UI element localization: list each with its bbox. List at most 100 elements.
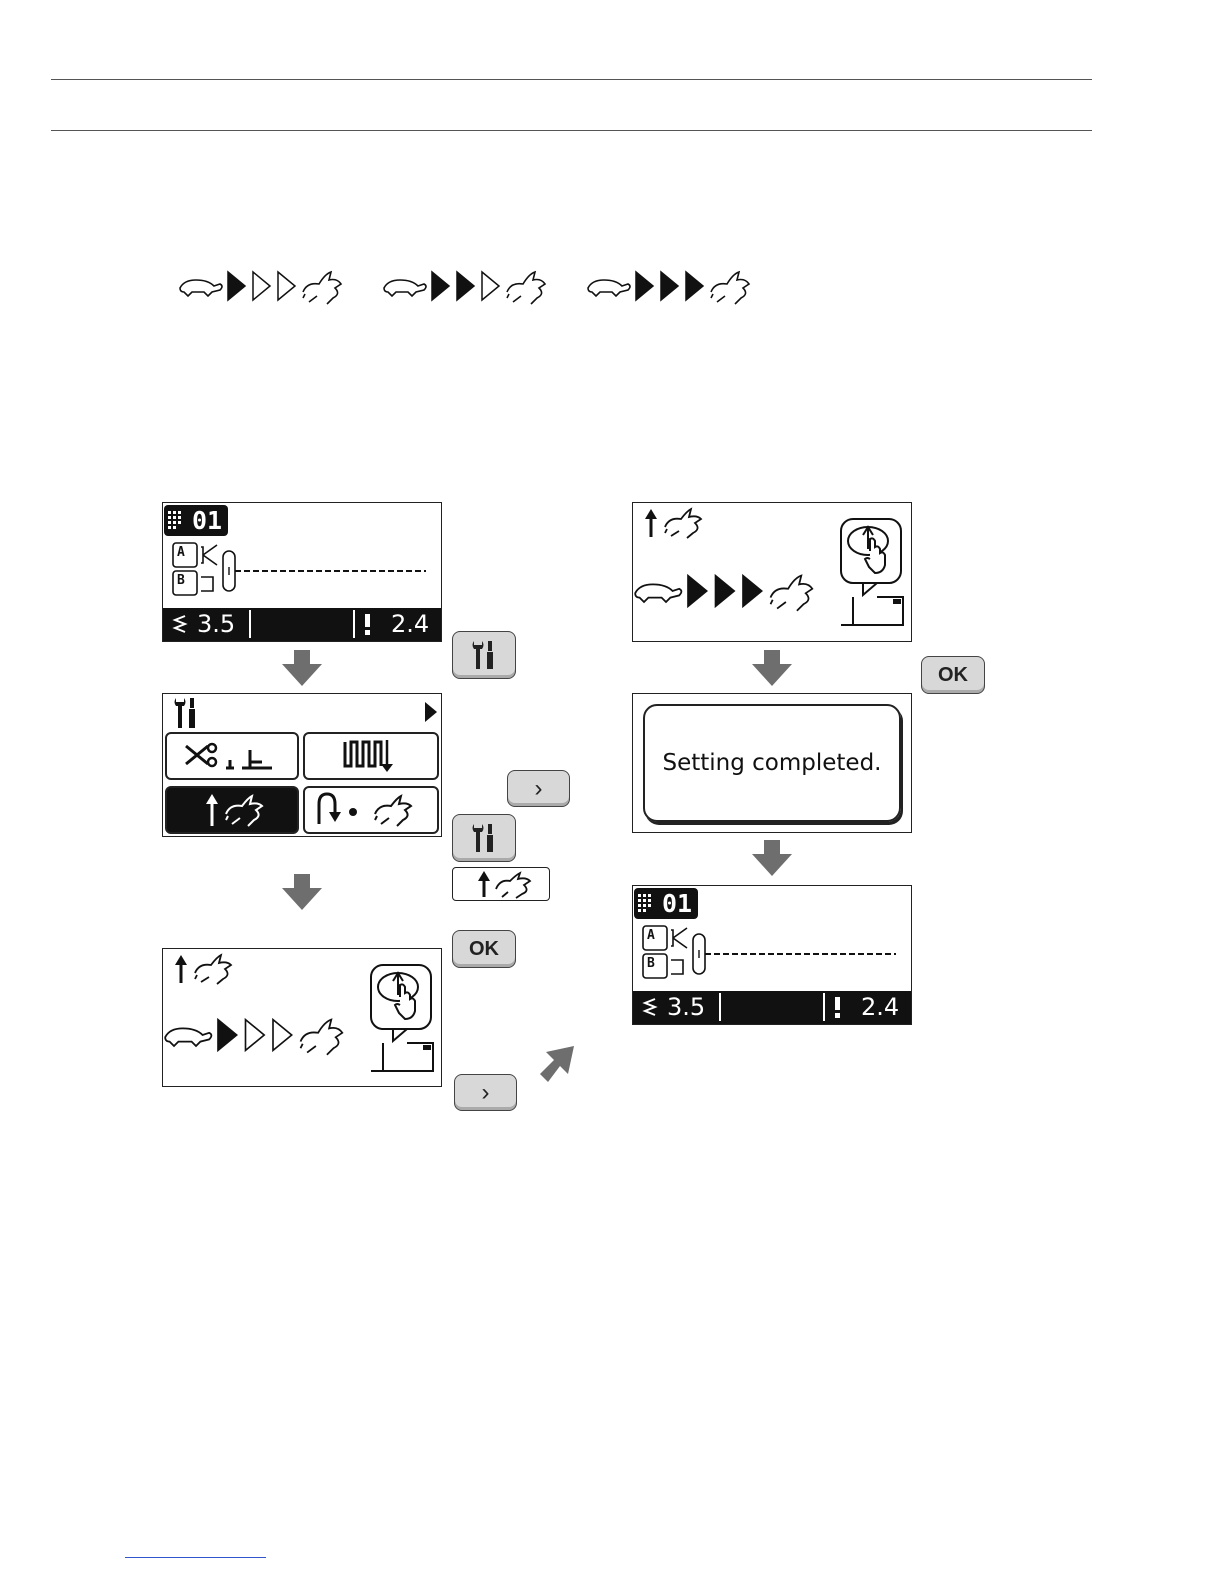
label-a: A	[177, 545, 185, 560]
start-speed-key[interactable]	[452, 867, 550, 901]
speed-step-filled	[457, 272, 474, 300]
turtle-icon	[180, 280, 222, 296]
grid-icon	[168, 511, 186, 529]
status-bar: 3.5 2.4	[163, 608, 441, 641]
rabbit-icon	[507, 272, 545, 304]
ok-label: OK	[469, 938, 499, 961]
label-a: A	[647, 928, 655, 943]
speed-level-indicator	[163, 1013, 353, 1057]
lcd-home-screen-after: 01 A B 3.5 2.4	[632, 885, 912, 1025]
turtle-icon	[635, 584, 681, 602]
lcd-speed-setting-high	[632, 502, 912, 642]
down-arrow-icon	[282, 650, 322, 686]
menu-thread-cut-presser-foot[interactable]	[165, 732, 299, 780]
needle-up-rabbit-icon	[169, 951, 239, 985]
stitch-length-value: 2.4	[861, 993, 899, 1021]
wrench-screwdriver-icon	[469, 639, 499, 671]
speed-step-empty	[253, 272, 270, 300]
next-symbol: ›	[482, 1079, 490, 1107]
scissors-presser-foot-icon	[182, 740, 282, 772]
message-dialog: Setting completed.	[643, 704, 901, 822]
turtle-icon	[165, 1028, 211, 1046]
start-stop-machine-icon	[837, 515, 909, 633]
next-symbol: ›	[535, 775, 543, 803]
stitch-width-value: 3.5	[667, 993, 705, 1021]
header-rule-bottom	[51, 130, 1092, 131]
header-rule-top	[51, 79, 1092, 80]
page-right-arrow-icon	[425, 702, 437, 722]
needle-return-rabbit-icon	[311, 790, 431, 830]
speed-step-filled	[661, 272, 678, 300]
speed-step-filled	[743, 576, 762, 607]
lcd-speed-setting-low	[162, 948, 442, 1087]
stitch-width-icon	[641, 997, 659, 1019]
needle-up-rabbit-icon	[639, 505, 709, 539]
menu-needle-position-speed[interactable]	[303, 786, 439, 834]
menu-start-speed[interactable]	[165, 786, 299, 834]
presser-foot-indicator	[171, 541, 433, 597]
speed-step-filled	[688, 576, 707, 607]
lcd-home-screen: 01 A B 3.5 2.4	[162, 502, 442, 642]
ok-label: OK	[938, 664, 968, 687]
diagonal-up-right-arrow-icon	[540, 1044, 576, 1082]
status-bar: 3.5 2.4	[633, 991, 911, 1024]
ok-button[interactable]: OK	[452, 930, 516, 968]
menu-needle-stitch[interactable]	[303, 732, 439, 780]
speed-step-filled	[432, 272, 449, 300]
turtle-icon	[384, 280, 426, 296]
pattern-number-badge: 01	[634, 888, 698, 919]
status-separator	[719, 993, 721, 1021]
down-arrow-icon	[752, 840, 792, 876]
stitch-length-icon	[833, 997, 843, 1019]
next-page-button[interactable]: ›	[507, 770, 570, 807]
status-separator	[823, 993, 825, 1021]
label-b: B	[177, 573, 185, 588]
ok-button-2[interactable]: OK	[921, 656, 985, 694]
lcd-settings-menu	[162, 693, 442, 837]
lcd-confirmation: Setting completed.	[632, 693, 912, 833]
turtle-icon	[588, 280, 630, 296]
speed-level-indicator	[633, 569, 823, 613]
needle-up-rabbit-icon	[192, 790, 272, 830]
stitch-length-icon	[363, 614, 373, 636]
settings-button-2[interactable]	[452, 814, 516, 862]
stitch-needle-down-icon	[341, 738, 401, 774]
pattern-number: 01	[662, 889, 692, 918]
rabbit-icon	[303, 272, 341, 304]
stitch-width-value: 3.5	[197, 610, 235, 638]
stitch-length-value: 2.4	[391, 610, 429, 638]
speed-step-filled	[218, 1020, 237, 1051]
rabbit-icon	[711, 272, 749, 304]
settings-button[interactable]	[452, 631, 516, 679]
wrench-screwdriver-icon	[171, 696, 201, 730]
wrench-screwdriver-icon	[469, 822, 499, 854]
speed-step-empty	[482, 272, 499, 300]
speed-step-empty	[246, 1020, 265, 1051]
speed-level-2	[382, 266, 552, 306]
status-separator	[249, 610, 251, 638]
start-stop-machine-icon	[367, 961, 439, 1079]
pattern-number-badge: 01	[164, 505, 228, 536]
down-arrow-icon	[282, 874, 322, 910]
rabbit-icon	[301, 1020, 343, 1055]
down-arrow-icon	[752, 650, 792, 686]
speed-step-filled	[228, 272, 245, 300]
next-page-button-2[interactable]: ›	[454, 1074, 517, 1111]
pattern-number: 01	[192, 506, 222, 535]
footer-link-underline[interactable]	[125, 1557, 266, 1558]
presser-foot-indicator	[641, 924, 903, 980]
speed-step-empty	[273, 1020, 292, 1051]
label-b: B	[647, 956, 655, 971]
speed-step-filled	[716, 576, 735, 607]
speed-level-1	[178, 266, 348, 306]
status-separator	[353, 610, 355, 638]
speed-step-filled	[686, 272, 703, 300]
speed-step-empty	[278, 272, 295, 300]
speed-step-filled	[636, 272, 653, 300]
needle-up-rabbit-icon	[466, 869, 536, 899]
grid-icon	[638, 894, 656, 912]
confirmation-message: Setting completed.	[662, 750, 881, 776]
speed-level-3	[586, 266, 756, 306]
rabbit-icon	[771, 576, 813, 611]
stitch-width-icon	[171, 614, 189, 636]
